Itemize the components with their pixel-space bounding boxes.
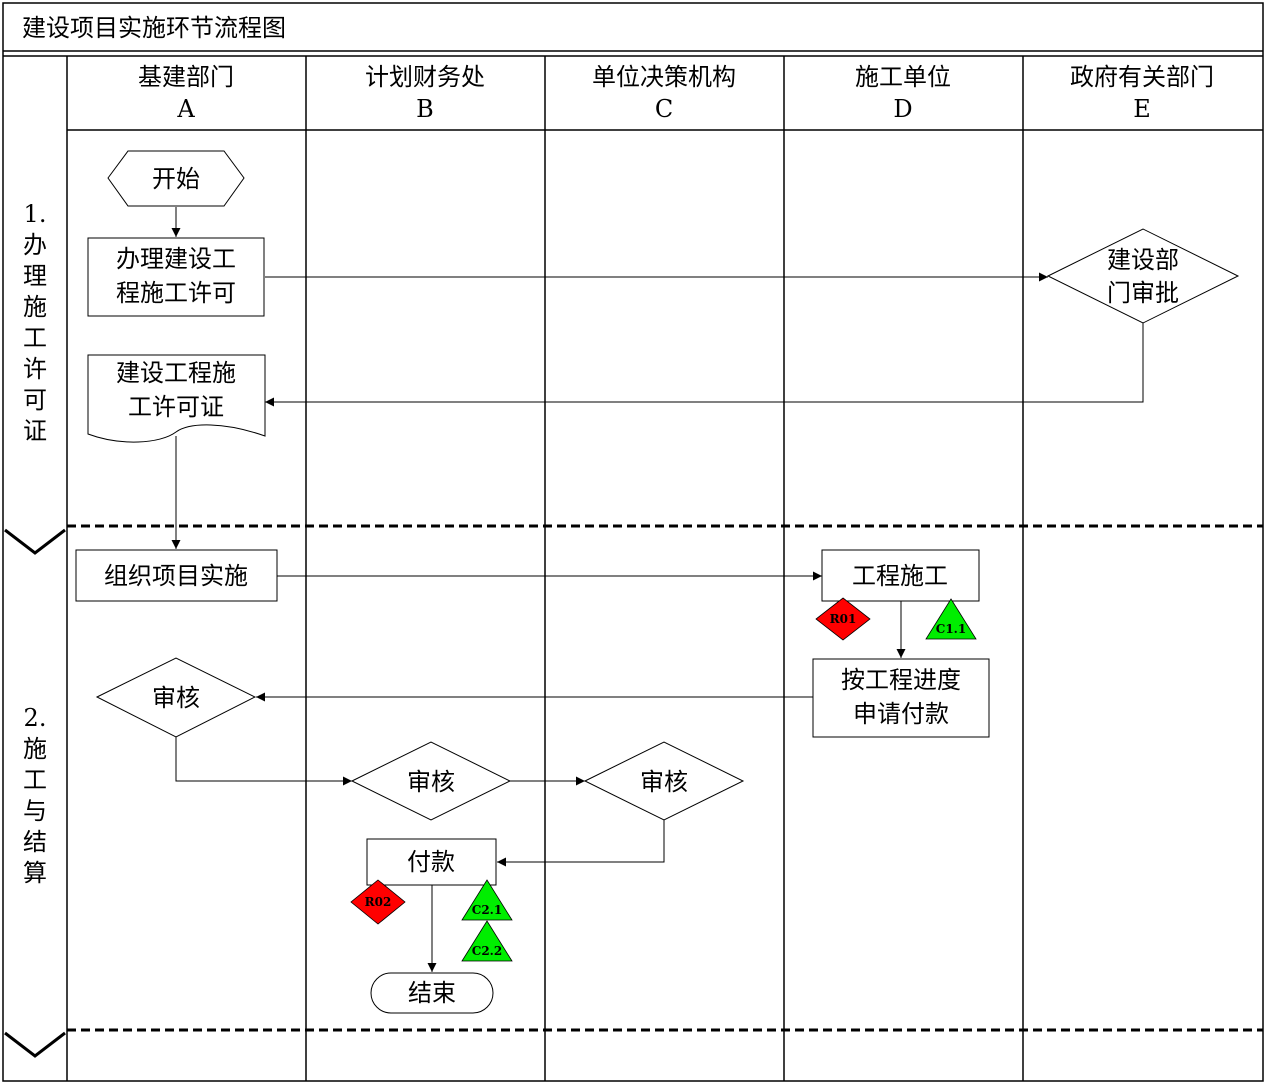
svg-text:审核: 审核 <box>640 768 688 796</box>
control-marker-c1-1: C1.1 <box>925 598 977 640</box>
column-code-b: B <box>416 95 434 123</box>
svg-text:程施工许可: 程施工许可 <box>116 279 236 307</box>
connectors <box>171 207 1144 972</box>
svg-text:付款: 付款 <box>407 848 455 876</box>
svg-text:门审批: 门审批 <box>1107 279 1179 307</box>
column-headers: 基建部门 A 计划财务处 B 单位决策机构 C 施工单位 D 政府有关部门 E <box>138 63 1214 123</box>
svg-text:工程施工: 工程施工 <box>852 562 948 590</box>
svg-text:审核: 审核 <box>152 684 200 712</box>
column-header-d: 施工单位 <box>855 63 951 91</box>
node-payment: 付款 <box>366 838 497 886</box>
column-header-a: 基建部门 <box>138 63 234 91</box>
node-organize: 组织项目实施 <box>75 549 278 602</box>
svg-text:建设部: 建设部 <box>1107 246 1179 274</box>
svg-text:组织项目实施: 组织项目实施 <box>104 562 248 590</box>
svg-text:C2.1: C2.1 <box>472 903 502 917</box>
node-review-b: 审核 <box>350 741 512 821</box>
svg-text:审核: 审核 <box>407 768 455 796</box>
node-start: 开始 <box>107 150 245 207</box>
svg-text:R02: R02 <box>365 895 392 909</box>
arrow-review-to-permit <box>265 323 1144 407</box>
node-permit-document: 建设工程施 工许可证 <box>87 354 266 443</box>
control-marker-c2-2: C2.2 <box>461 920 513 962</box>
phase-label-1: 1.办理施工许可证 <box>23 200 47 445</box>
control-marker-c2-1: C2.1 <box>461 879 513 921</box>
svg-text:工许可证: 工许可证 <box>128 393 224 421</box>
column-header-e: 政府有关部门 <box>1070 63 1214 91</box>
column-code-a: A <box>176 95 195 123</box>
svg-text:结束: 结束 <box>408 979 456 1007</box>
node-end: 结束 <box>370 972 494 1014</box>
svg-text:开始: 开始 <box>152 165 200 193</box>
phase-divider <box>4 524 1263 1058</box>
node-gov-review: 建设部 门审批 <box>1046 228 1240 324</box>
node-pay-request: 按工程进度 申请付款 <box>812 658 990 738</box>
column-code-d: D <box>893 95 912 123</box>
column-code-c: C <box>655 95 673 123</box>
svg-text:办理建设工: 办理建设工 <box>116 245 236 273</box>
column-header-b: 计划财务处 <box>365 63 485 91</box>
risk-marker-r01: R01 <box>815 597 871 641</box>
node-review-a: 审核 <box>95 657 257 738</box>
phase-label-2: 2.施工与结算 <box>23 704 47 887</box>
column-header-c: 单位决策机构 <box>592 63 736 91</box>
svg-text:C1.1: C1.1 <box>936 622 966 636</box>
svg-text:R01: R01 <box>830 612 857 626</box>
svg-text:申请付款: 申请付款 <box>853 700 949 728</box>
node-review-c: 审核 <box>583 741 745 821</box>
node-permit-apply: 办理建设工 程施工许可 <box>87 237 265 317</box>
svg-text:按工程进度: 按工程进度 <box>841 666 961 694</box>
svg-text:C2.2: C2.2 <box>472 944 502 958</box>
svg-text:建设工程施: 建设工程施 <box>116 359 236 387</box>
arrow-review-a-to-review-b <box>175 737 352 786</box>
arrow-review-c-to-payment <box>497 820 665 867</box>
node-construct: 工程施工 <box>821 549 980 602</box>
column-code-e: E <box>1133 95 1151 123</box>
page-title: 建设项目实施环节流程图 <box>22 14 286 42</box>
risk-marker-r02: R02 <box>350 879 406 925</box>
